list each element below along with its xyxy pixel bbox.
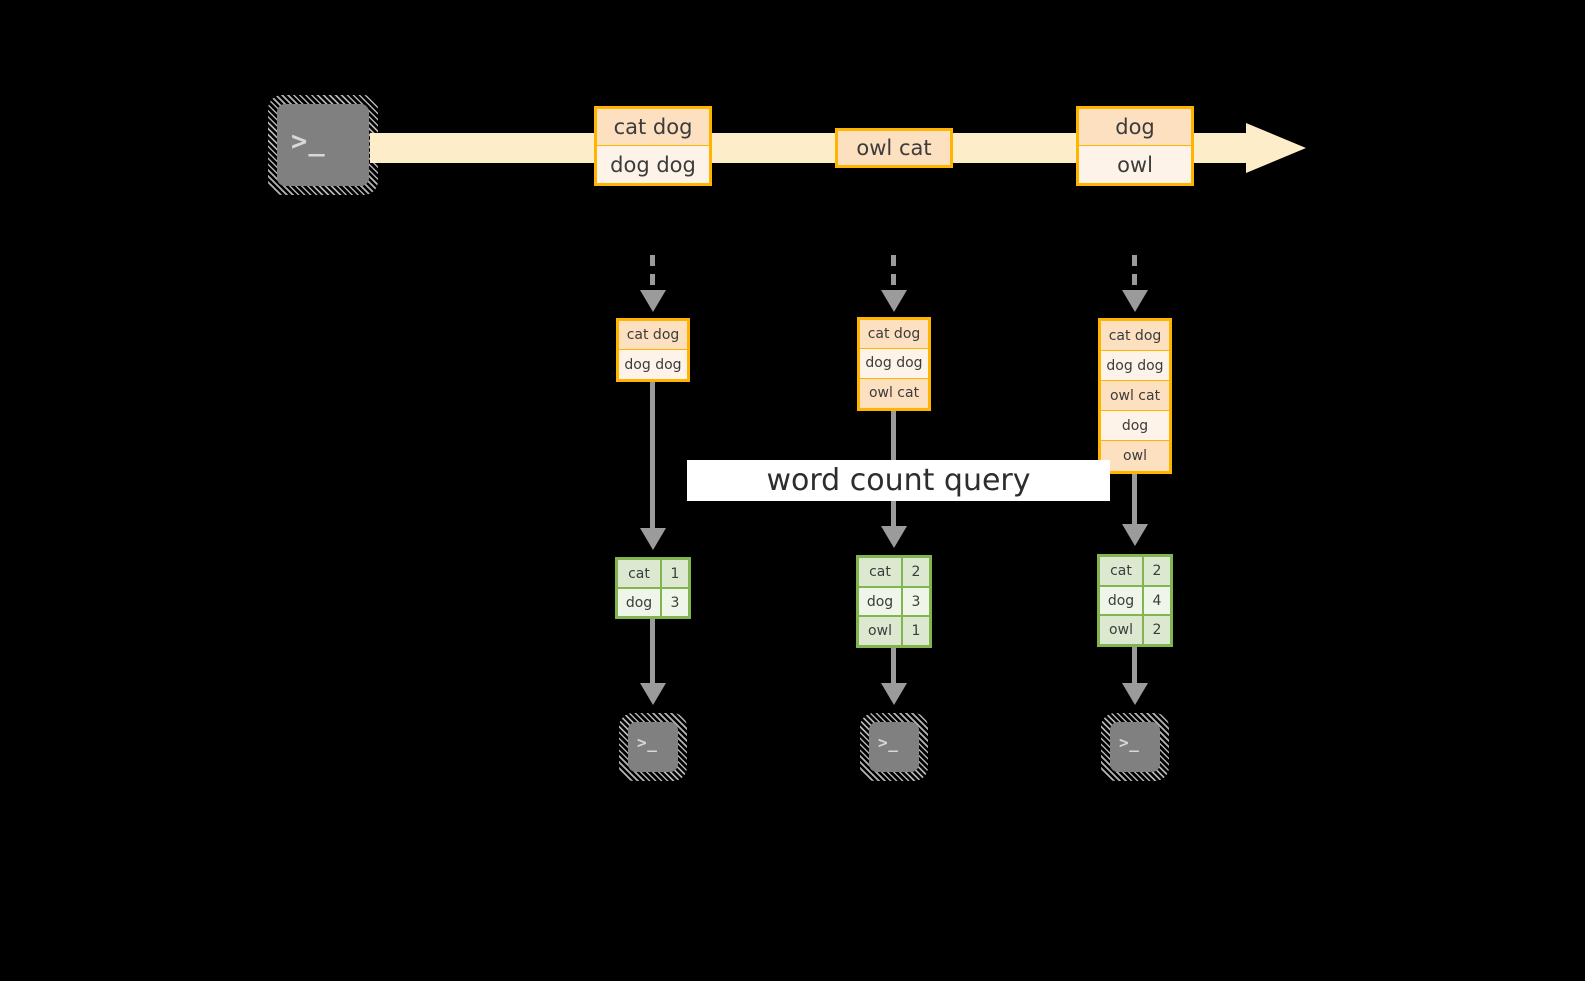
result-word: dog (618, 589, 662, 616)
stream-record-group-3: dog owl (1076, 106, 1194, 186)
result-row: cat 1 (618, 560, 688, 589)
terminal-prompt-glyph: >_ (291, 126, 326, 157)
snapshot-2-result-table: cat 2 dog 3 owl 1 (856, 555, 932, 648)
snapshot-3-sink-arrowhead (1122, 683, 1148, 705)
result-count: 1 (903, 617, 929, 646)
result-count: 3 (662, 589, 688, 616)
snapshot-record: owl (1101, 441, 1169, 471)
snapshot-1-query-arrowhead (640, 528, 666, 550)
stream-record: owl (1079, 146, 1191, 183)
terminal-screen: >_ (628, 722, 678, 772)
result-row: owl 1 (859, 617, 929, 646)
stream-record: cat dog (597, 109, 709, 146)
terminal-screen: >_ (1110, 722, 1160, 772)
terminal-screen: >_ (869, 722, 919, 772)
result-word: owl (1100, 616, 1144, 645)
snapshot-1-query-connector (650, 382, 655, 530)
stream-record: dog (1079, 109, 1191, 146)
result-row: cat 2 (1100, 557, 1170, 587)
snapshot-3-dashed-arrowhead (1122, 290, 1148, 312)
snapshot-1-record-stack: cat dog dog dog (616, 318, 690, 382)
terminal-screen: >_ (277, 104, 369, 186)
snapshot-2-query-arrowhead (881, 526, 907, 548)
stream-record: owl cat (838, 131, 950, 165)
result-count: 2 (1144, 557, 1170, 585)
result-row: dog 3 (859, 587, 929, 618)
snapshot-3-query-connector (1132, 474, 1137, 526)
snapshot-2-sink-arrowhead (881, 683, 907, 705)
snapshot-1-dashed-arrowhead (640, 290, 666, 312)
snapshot-2-record-stack: cat dog dog dog owl cat (857, 317, 931, 411)
snapshot-record: cat dog (1101, 321, 1169, 351)
result-count: 2 (1144, 616, 1170, 645)
stream-record-group-1: cat dog dog dog (594, 106, 712, 186)
result-count: 4 (1144, 586, 1170, 615)
result-word: cat (1100, 557, 1144, 585)
result-word: cat (618, 560, 662, 587)
result-row: cat 2 (859, 558, 929, 588)
snapshot-record: owl cat (1101, 381, 1169, 411)
result-word: dog (859, 587, 903, 616)
source-terminal-icon: >_ (268, 95, 378, 195)
snapshot-3-sink-connector (1132, 647, 1137, 685)
result-word: cat (859, 558, 903, 586)
snapshot-record: cat dog (619, 321, 687, 350)
snapshot-2-sink-terminal-icon: >_ (860, 713, 928, 781)
snapshot-1-dashed-connector (650, 255, 655, 293)
snapshot-1-sink-terminal-icon: >_ (619, 713, 687, 781)
terminal-prompt-glyph: >_ (637, 733, 658, 752)
snapshot-1-sink-connector (650, 619, 655, 685)
result-row: dog 4 (1100, 586, 1170, 617)
snapshot-3-result-table: cat 2 dog 4 owl 2 (1097, 554, 1173, 647)
result-count: 2 (903, 558, 929, 586)
snapshot-2-dashed-arrowhead (881, 290, 907, 312)
snapshot-record: owl cat (860, 378, 928, 408)
snapshot-3-record-stack: cat dog dog dog owl cat dog owl (1098, 318, 1172, 474)
query-label-band: word count query (687, 460, 1110, 501)
snapshot-3-dashed-connector (1132, 255, 1137, 293)
terminal-prompt-glyph: >_ (878, 733, 899, 752)
snapshot-record: dog dog (1101, 351, 1169, 381)
snapshot-1-result-table: cat 1 dog 3 (615, 557, 691, 619)
result-word: owl (859, 617, 903, 646)
result-row: dog 3 (618, 589, 688, 616)
stream-record-group-2: owl cat (835, 128, 953, 168)
snapshot-2-sink-connector (891, 648, 896, 685)
snapshot-record: dog dog (619, 350, 687, 379)
snapshot-3-query-arrowhead (1122, 524, 1148, 546)
result-count: 3 (903, 587, 929, 616)
stream-record: dog dog (597, 146, 709, 183)
result-word: dog (1100, 586, 1144, 615)
snapshot-1-sink-arrowhead (640, 683, 666, 705)
result-row: owl 2 (1100, 616, 1170, 645)
event-stream-arrowhead (1246, 123, 1306, 173)
query-label-text: word count query (766, 463, 1031, 498)
snapshot-record: cat dog (860, 320, 928, 350)
snapshot-record: dog dog (860, 349, 928, 379)
terminal-prompt-glyph: >_ (1119, 733, 1140, 752)
snapshot-3-sink-terminal-icon: >_ (1101, 713, 1169, 781)
snapshot-record: dog (1101, 411, 1169, 441)
result-count: 1 (662, 560, 688, 587)
snapshot-2-dashed-connector (891, 255, 896, 293)
